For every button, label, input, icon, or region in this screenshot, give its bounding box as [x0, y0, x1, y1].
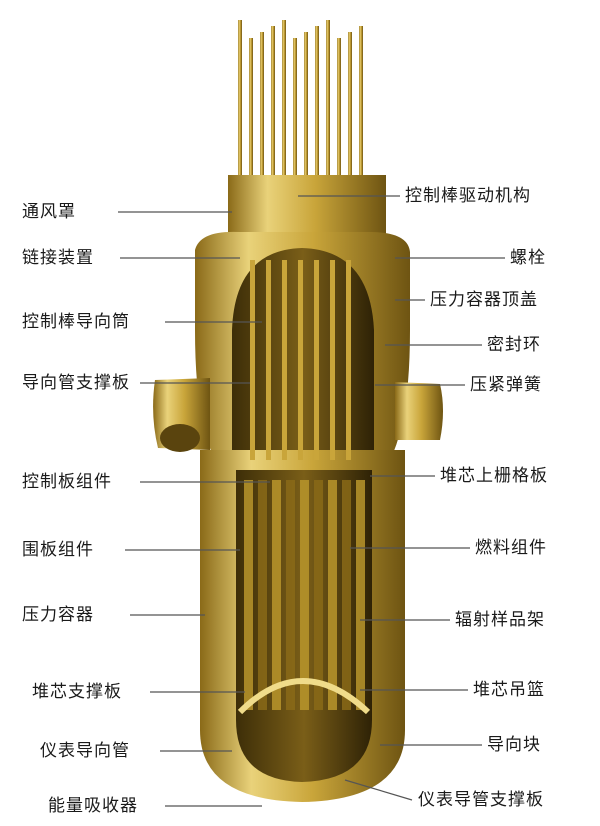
- drive-rod: [238, 20, 242, 190]
- drive-rod: [260, 32, 264, 202]
- label-instrument-guide-tube: 仪表导向管: [40, 741, 130, 761]
- leader-line: [344, 779, 413, 801]
- label-ventilation-hood: 通风罩: [22, 202, 76, 222]
- drive-rod: [293, 38, 297, 208]
- label-seal-ring: 密封环: [487, 335, 541, 355]
- fuel-assembly: [314, 480, 323, 710]
- fuel-assembly: [342, 480, 351, 710]
- label-fuel-assembly: 燃料组件: [475, 538, 547, 558]
- label-hold-down-spring: 压紧弹簧: [470, 375, 542, 395]
- control-rod-guide-tube: [250, 260, 255, 460]
- label-control-plate-assembly: 控制板组件: [22, 472, 112, 492]
- label-energy-absorber: 能量吸收器: [48, 796, 138, 816]
- label-control-rod-guide-tube: 控制棒导向筒: [22, 312, 130, 332]
- label-baffle-assembly: 围板组件: [22, 540, 94, 560]
- label-instrument-tube-support-plate: 仪表导管支撑板: [418, 790, 544, 810]
- drive-rod: [282, 20, 286, 190]
- fuel-assembly: [258, 480, 267, 710]
- drive-rod: [359, 26, 363, 196]
- label-guide-tube-support-plate: 导向管支撑板: [22, 373, 130, 393]
- left-nozzle-opening: [160, 424, 200, 452]
- label-core-barrel: 堆芯吊篮: [473, 680, 545, 700]
- drive-rod: [304, 32, 308, 202]
- label-upper-core-plate: 堆芯上栅格板: [440, 466, 548, 486]
- control-rod-guide-tube: [314, 260, 319, 460]
- drive-rod: [348, 32, 352, 202]
- drive-rod: [271, 26, 275, 196]
- label-pressure-vessel: 压力容器: [22, 605, 94, 625]
- label-bolt: 螺栓: [510, 248, 546, 268]
- control-rod-guide-tube: [346, 260, 351, 460]
- control-rod-drive-rods: [238, 20, 363, 208]
- label-core-support-plate: 堆芯支撑板: [32, 682, 122, 702]
- fuel-assemblies: [244, 260, 365, 710]
- label-specimen-holder: 辐射样品架: [455, 610, 545, 630]
- fuel-assembly: [328, 480, 337, 710]
- label-linkage-device: 链接装置: [22, 248, 94, 268]
- control-rod-guide-tube: [298, 260, 303, 460]
- core-support-plate: [237, 678, 371, 715]
- control-rod-guide-tube: [282, 260, 287, 460]
- control-rod-guide-tube: [330, 260, 335, 460]
- fuel-assembly: [272, 480, 281, 710]
- drive-rod: [315, 26, 319, 196]
- fuel-assembly: [300, 480, 309, 710]
- right-nozzle: [395, 382, 443, 440]
- ventilation-hood: [228, 175, 386, 243]
- drive-rod: [337, 38, 341, 208]
- label-vessel-head: 压力容器顶盖: [430, 290, 538, 310]
- label-guide-block: 导向块: [487, 735, 541, 755]
- fuel-assembly: [356, 480, 365, 710]
- fuel-assembly: [286, 480, 295, 710]
- leader-lines: [118, 195, 505, 807]
- drive-rod: [326, 20, 330, 190]
- control-rod-guide-tube: [266, 260, 271, 460]
- label-control-rod-drive-mechanism: 控制棒驱动机构: [405, 186, 531, 206]
- fuel-assembly: [244, 480, 253, 710]
- drive-rod: [249, 38, 253, 208]
